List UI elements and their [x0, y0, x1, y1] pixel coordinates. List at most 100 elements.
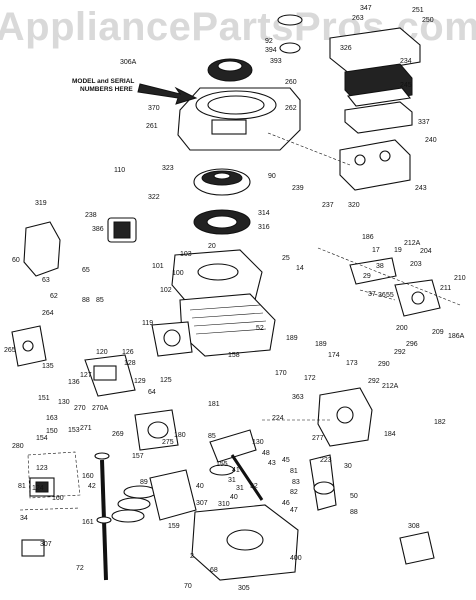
- callout-136: 307: [40, 541, 52, 548]
- callout-49: 55: [386, 292, 394, 299]
- callout-93: 64: [148, 389, 156, 396]
- callout-53: 88: [82, 297, 90, 304]
- callout-135: 88: [350, 509, 358, 516]
- callout-1: 263: [352, 15, 364, 22]
- callout-44: 210: [454, 275, 466, 282]
- callout-128: 159: [168, 523, 180, 530]
- callout-48: 36: [378, 292, 386, 299]
- carburetor-left: [84, 354, 136, 397]
- callout-51: 65: [82, 267, 90, 274]
- callout-52: 62: [50, 293, 58, 300]
- carburetor: [317, 387, 373, 447]
- callout-17: 110: [114, 167, 125, 174]
- callout-82: 130: [58, 399, 70, 406]
- callout-21: 239: [292, 185, 304, 192]
- callout-62: 292: [394, 349, 406, 356]
- callout-145: 75: [0, 0, 8, 2]
- callout-66: 189: [315, 341, 327, 348]
- callout-58: 209: [432, 329, 444, 336]
- callout-35: 212A: [404, 240, 421, 247]
- callout-107: 31: [228, 477, 236, 484]
- callout-130: 40: [196, 483, 204, 490]
- fuel-shutoff-assembly: [21, 477, 55, 557]
- callout-143: 305: [238, 585, 250, 592]
- callout-84: 212A: [382, 383, 399, 390]
- decal-kit: [399, 531, 435, 565]
- callout-15: 261: [146, 123, 158, 130]
- callout-19: 90: [268, 173, 276, 180]
- callout-109: 40: [230, 494, 238, 501]
- callout-129: 307: [196, 500, 208, 507]
- callout-37: 103: [180, 251, 192, 258]
- callout-80: 292: [368, 378, 380, 385]
- callout-119: 310: [218, 501, 230, 508]
- callout-75: 135: [42, 363, 54, 370]
- callout-41: 203: [410, 261, 422, 268]
- callout-144: 68: [210, 567, 218, 574]
- callout-43: 211: [440, 285, 451, 292]
- callout-73: 174: [328, 352, 340, 359]
- flywheel: [193, 168, 251, 196]
- callout-106: 155: [216, 461, 228, 468]
- callout-83: 163: [46, 415, 58, 422]
- callout-123: 82: [290, 489, 298, 496]
- ignition-stator: [193, 209, 251, 235]
- callout-100: 154: [36, 435, 48, 442]
- callout-114: 130: [252, 439, 264, 446]
- callout-6: 393: [270, 58, 282, 65]
- callout-99: 280: [12, 443, 24, 450]
- callout-115: 30: [344, 463, 352, 470]
- callout-65: 189: [286, 335, 298, 342]
- callout-38: 25: [282, 255, 290, 262]
- callout-31: 20: [208, 243, 216, 250]
- callout-5: 394: [265, 47, 277, 54]
- callout-29: 386: [92, 226, 104, 233]
- callout-28: 316: [258, 224, 270, 231]
- fuel-pump: [394, 279, 441, 317]
- callout-30: 60: [12, 257, 20, 264]
- callout-98: 184: [384, 431, 396, 438]
- piston-rings: [111, 469, 197, 523]
- callout-125: 81: [18, 483, 26, 490]
- mounting-bracket: [23, 221, 61, 277]
- callout-95: 180: [174, 432, 186, 439]
- governor-linkage: [349, 257, 397, 285]
- callout-8: 306A: [120, 59, 137, 66]
- head-gasket: [151, 321, 193, 357]
- callout-112: 81: [290, 468, 298, 475]
- callout-132: 31: [236, 485, 244, 492]
- callout-20: 243: [415, 185, 427, 192]
- callout-104: 223: [320, 457, 332, 464]
- rotating-screen: [207, 58, 253, 82]
- callout-124: 42: [88, 483, 96, 490]
- callout-23: 237: [322, 202, 334, 209]
- model-note-line2: NUMBERS HERE: [80, 86, 133, 93]
- callout-77: 136: [68, 379, 80, 386]
- callout-126: 160: [52, 495, 64, 502]
- callout-36: 204: [420, 248, 432, 255]
- callout-79: 125: [160, 377, 172, 384]
- callout-71: 170: [275, 370, 287, 377]
- callout-72: 172: [304, 375, 316, 382]
- callout-45: 101: [152, 263, 164, 270]
- callout-33: 19: [394, 247, 402, 254]
- callout-92: 271: [80, 425, 92, 432]
- callout-133: 47: [290, 507, 298, 514]
- pointer-arrow: [137, 83, 198, 105]
- crankcase-cover-left: [134, 409, 179, 451]
- callout-14: 337: [418, 119, 430, 126]
- callout-32: 186: [362, 234, 374, 241]
- callout-63: 290: [378, 361, 390, 368]
- callout-117: 124: [32, 485, 44, 492]
- air-filter: [344, 63, 413, 134]
- callout-78: 129: [134, 378, 146, 385]
- callout-42: 29: [363, 273, 371, 280]
- callout-26: 322: [148, 194, 160, 201]
- callout-22: 319: [35, 200, 47, 207]
- callout-111: 45: [282, 457, 290, 464]
- callout-138: 308: [408, 523, 420, 530]
- callout-24: 238: [85, 212, 97, 219]
- callout-64: 265: [4, 347, 16, 354]
- connecting-rod: [309, 454, 337, 511]
- callout-94: 269: [112, 431, 124, 438]
